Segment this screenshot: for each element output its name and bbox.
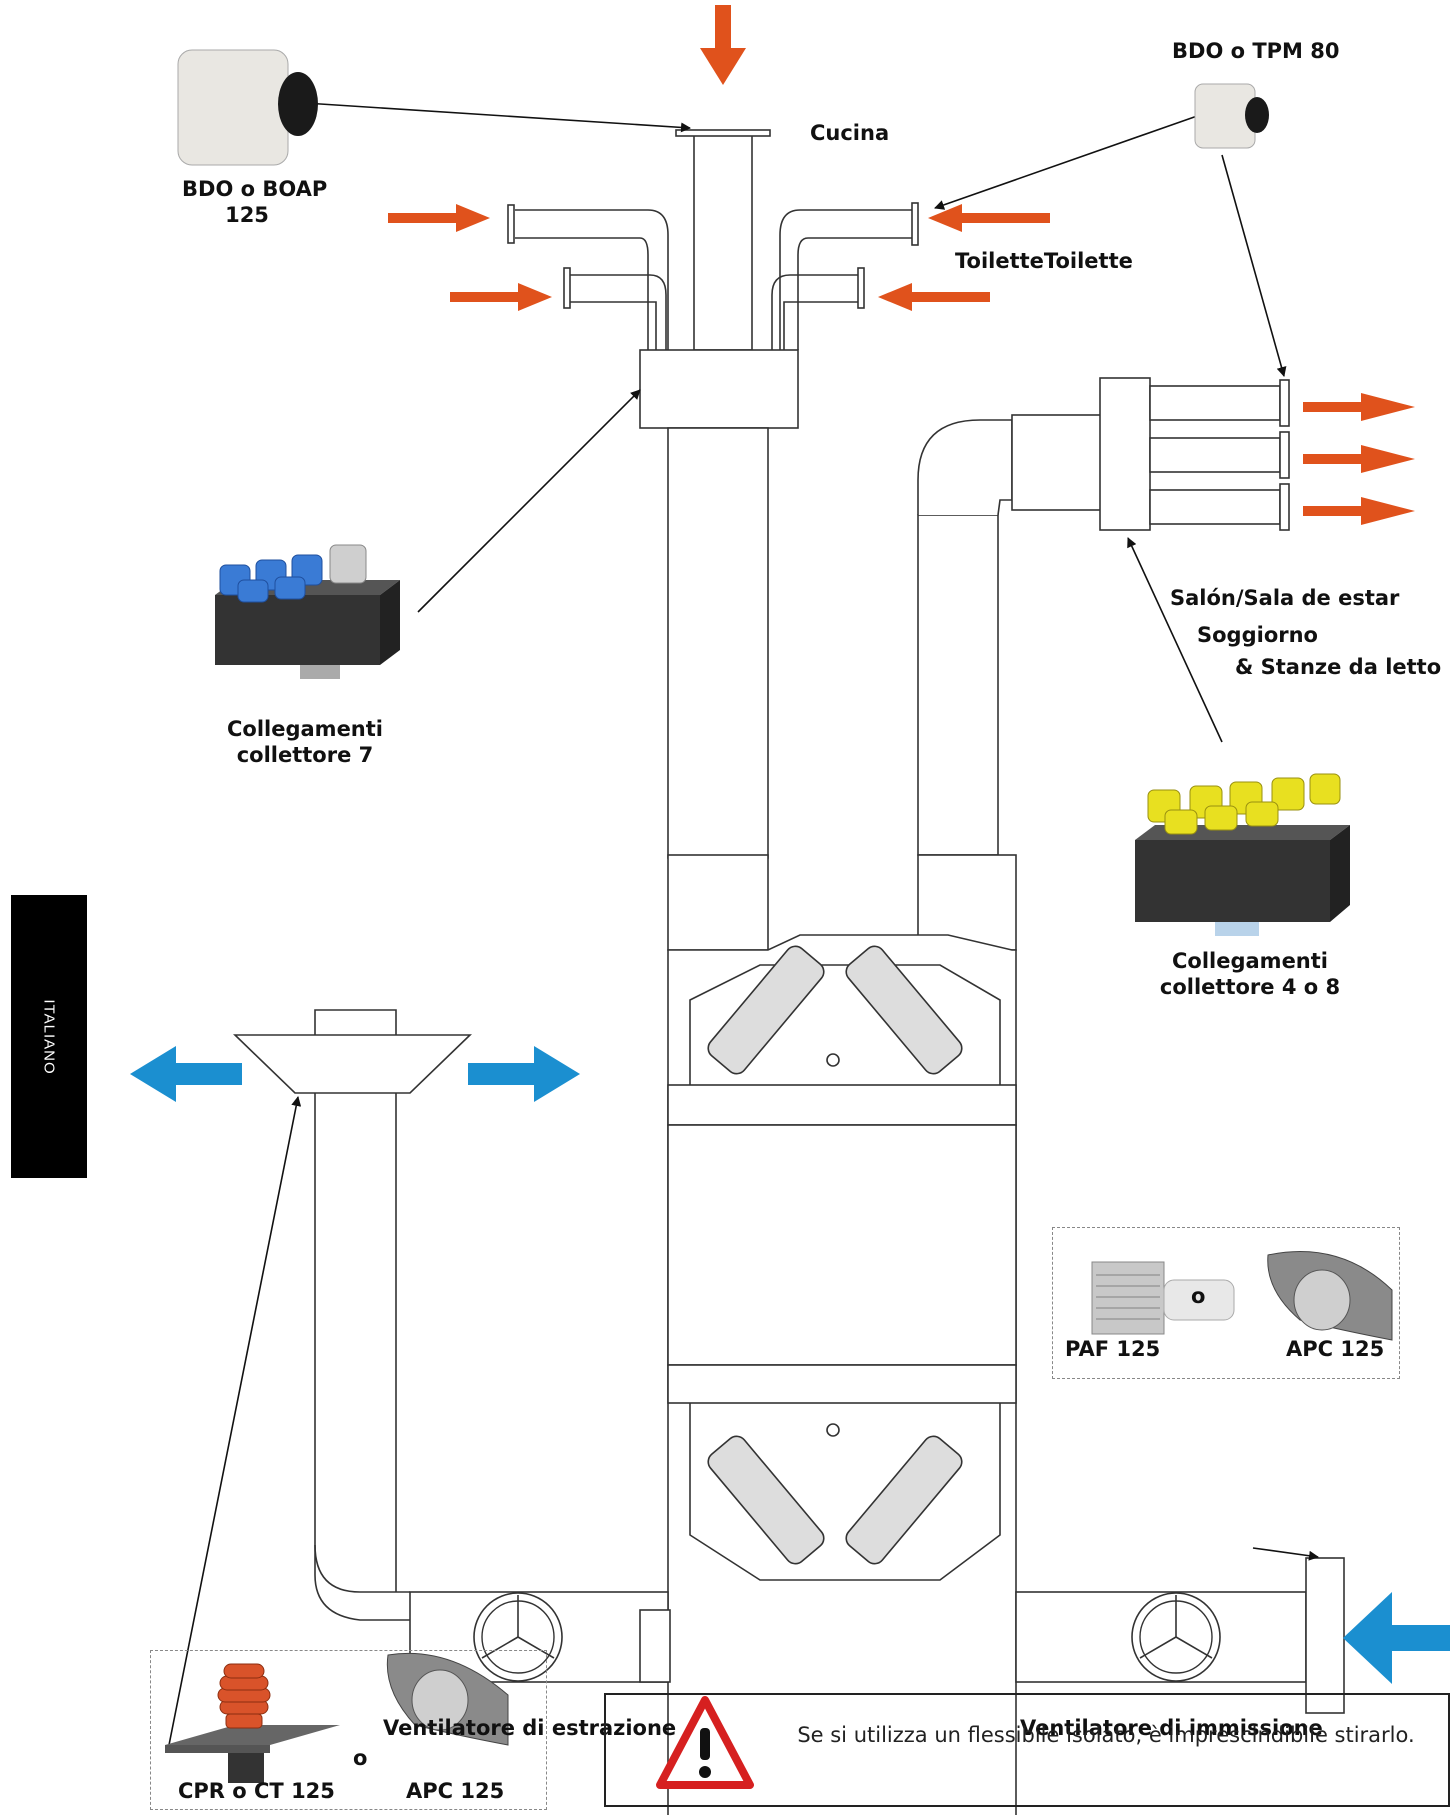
paf-125-icon: [1091, 1261, 1235, 1335]
bdo-tpm-label: BDO o TPM 80: [1172, 39, 1340, 63]
warning-triangle-icon: [656, 1696, 754, 1789]
kitchen-label: Cucina: [810, 121, 890, 145]
bdo-boap-label: BDO o BOAP 125: [182, 176, 328, 228]
manifold-7-icon: [215, 544, 400, 679]
toilet-arrow-right-2-icon: [878, 283, 990, 311]
toilets-label: ToiletteToilette: [955, 249, 1133, 273]
paf-label: PAF 125: [1065, 1337, 1161, 1361]
pointer-manifold-7: [417, 389, 641, 613]
kitchen-down-arrow-icon: [700, 5, 746, 85]
language-label: ITALIANO: [40, 998, 58, 1075]
bdo-boap-line2: 125: [225, 203, 269, 227]
pointer-paf-apc: [1252, 1547, 1319, 1561]
or-right-label: o: [1191, 1284, 1206, 1308]
supply-fan-label: Ventilatore di immissione: [1020, 1716, 1323, 1740]
cpr-ct-125-icon: [165, 1663, 340, 1783]
toilet-arrow-right-1-icon: [928, 204, 1050, 232]
intake-arrow-icon: [1343, 1592, 1450, 1684]
manifold-7-line1: Collegamenti: [227, 717, 383, 741]
manifold-48-line1: Collegamenti: [1172, 949, 1328, 973]
pointer-manifold-48: [1127, 537, 1223, 743]
living-label-1: Salón/Sala de estar: [1170, 586, 1400, 610]
pointer-bdo-tpm-supply: [1221, 154, 1287, 377]
supply-arrow-2-icon: [1303, 445, 1415, 473]
manifold-7-label: Collegamenti collettore 7: [220, 716, 390, 768]
manifold-48-icon: [1135, 773, 1350, 936]
manifold-48-line2: collettore 4 o 8: [1159, 975, 1341, 999]
blue-arrows: [130, 1046, 1450, 1684]
living-label-2: Soggiorno: [1197, 623, 1318, 647]
supply-arrow-3-icon: [1303, 497, 1415, 525]
pointer-bdo-tpm-toilet: [934, 114, 1201, 210]
apc-125-left-icon: [386, 1652, 509, 1746]
bdo-boap-line1: BDO o BOAP: [182, 177, 328, 201]
apc-125-right-icon: [1267, 1251, 1393, 1341]
pointer-cpr: [167, 1096, 302, 1751]
cpr-label: CPR o CT 125: [178, 1779, 335, 1803]
manifold-48-label: Collegamenti collettore 4 o 8: [1150, 948, 1350, 1000]
language-tab: ITALIANO: [11, 895, 87, 1178]
extract-fan-label: Ventilatore di estrazione: [383, 1716, 677, 1740]
warning-text: Se si utilizza un flessibile isolato, è …: [797, 1723, 1415, 1747]
or-left-label: o: [353, 1746, 368, 1770]
exhaust-arrow-left-icon: [130, 1046, 242, 1102]
orange-arrows: [388, 5, 1415, 525]
exhaust-arrow-right-icon: [468, 1046, 580, 1102]
pointer-bdo-boap: [304, 102, 691, 133]
paf-apc-box: [1052, 1227, 1400, 1379]
duct-network: [233, 129, 1345, 1815]
manifold-7-line2: collettore 7: [236, 743, 374, 767]
cpr-apc-box: [150, 1650, 547, 1810]
supply-arrow-1-icon: [1303, 393, 1415, 421]
toilet-arrow-left-1-icon: [388, 204, 490, 232]
bdo-tpm-valve-icon: [1194, 83, 1269, 149]
living-label-3: & Stanze da letto: [1235, 655, 1442, 679]
warning-box: Se si utilizza un flessibile isolato, è …: [604, 1693, 1450, 1807]
toilet-arrow-left-2-icon: [450, 283, 552, 311]
apc-left-label: APC 125: [406, 1779, 505, 1803]
bdo-boap-valve-icon: [177, 49, 318, 166]
apc-right-label: APC 125: [1286, 1337, 1385, 1361]
